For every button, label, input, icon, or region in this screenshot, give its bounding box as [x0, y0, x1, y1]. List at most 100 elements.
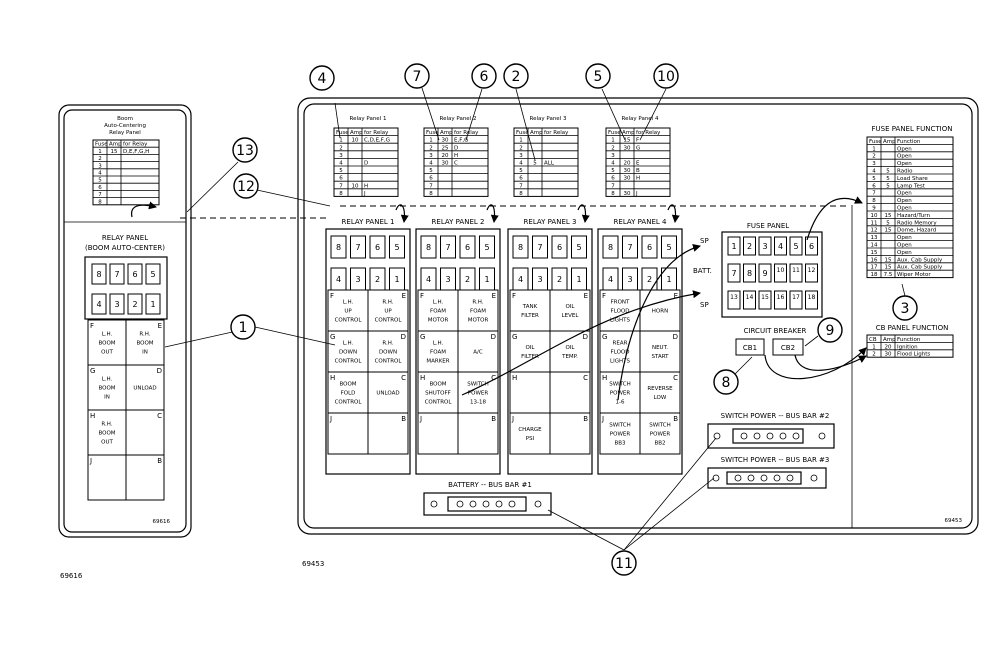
callout-11: 11	[611, 550, 637, 576]
relay-letter: F	[420, 292, 424, 300]
relay-function: IN	[142, 350, 148, 356]
relay-letter: H	[602, 374, 607, 382]
cb-function-header-cell: Function	[897, 337, 921, 343]
relay-table-cell: 3	[429, 153, 433, 159]
panel-fuse-number: 7	[731, 269, 736, 278]
relay-function: TANK	[522, 304, 538, 310]
fuse-slot	[661, 235, 677, 259]
relay-table-cell: J	[363, 191, 366, 197]
panel-fuse-number: 10	[777, 267, 785, 274]
relay-table-header-cell: Fuse	[516, 130, 529, 136]
relay-table-header-cell: Amp	[350, 130, 363, 136]
fuse-number: 5	[576, 243, 581, 252]
cb2-label: CB2	[781, 344, 795, 352]
fuse-slot	[91, 293, 107, 315]
fuse-number: 2	[132, 300, 137, 309]
relay-slot	[639, 330, 681, 373]
relay-function: OIL	[525, 345, 535, 351]
relay-function: IN	[104, 395, 110, 401]
fuse-function-cell: 16	[871, 257, 878, 263]
cb-function-cell: 20	[885, 344, 892, 350]
relay-function: LIGHTS	[610, 359, 630, 365]
relay-function: L.H.	[102, 332, 113, 338]
fuse-number: 1	[666, 275, 671, 284]
callout-1: 1	[230, 314, 256, 340]
relay-function: REAR	[613, 341, 628, 347]
boom-panel-title: RELAY PANEL	[102, 234, 148, 242]
relay-function: FOAM	[430, 309, 446, 315]
relay-slot	[457, 371, 499, 414]
relay-table-header-cell: Amp	[530, 130, 543, 136]
battery-bus-bar: BATTERY -- BUS BAR #1	[423, 481, 552, 516]
relay-slot	[639, 412, 681, 455]
relay-table-cell: 8	[611, 191, 615, 197]
fuse-slot	[109, 263, 125, 285]
relay-table-cell: 5	[519, 168, 523, 174]
fuse-function-cell: 10	[871, 213, 878, 219]
callout-7: 7	[404, 63, 430, 89]
bus-bar-3-label: SWITCH POWER -- BUS BAR #3	[721, 456, 830, 464]
fuse-slot	[109, 293, 125, 315]
relay-function: BOOM	[429, 382, 446, 388]
boom-header-line-1: Boom	[117, 116, 133, 122]
relay-table-cell: E	[636, 161, 640, 167]
relay-function: MOTOR	[468, 318, 489, 324]
relay-letter: G	[90, 367, 95, 375]
svg-text:7: 7	[413, 69, 422, 85]
relay-letter: F	[512, 292, 516, 300]
fuse-function-cell: 1	[872, 146, 876, 152]
bus-bar-3-plate	[707, 467, 827, 489]
relay-table-cell: 25	[442, 145, 449, 151]
relay-table-cell: 8	[339, 191, 343, 197]
fuse-function-cell: Open	[897, 250, 912, 256]
relay-slot	[327, 371, 369, 414]
fuse-function-cell: Hazard/Turn	[897, 213, 930, 219]
relay-table-cell: D	[454, 145, 458, 151]
relay-panel-title: RELAY PANEL 2	[432, 218, 485, 226]
relay-function: MARKER	[426, 359, 449, 365]
relay-function: L.H.	[343, 300, 354, 306]
relay-function: START	[652, 354, 670, 360]
relay-slot	[509, 330, 551, 373]
relay-function: DOWN	[379, 350, 397, 356]
fuse-function-cell: 15	[885, 228, 892, 234]
relay-slot	[457, 289, 499, 332]
relay-slot	[417, 412, 459, 455]
fuse-slot	[145, 293, 161, 315]
relay-function: POWER	[610, 391, 631, 397]
relay-function: BOOM	[339, 382, 356, 388]
fuse-function-cell: 11	[871, 220, 878, 226]
fuse-function-cell: 7.5	[884, 272, 893, 278]
relay-table-header-cell: Fuse	[608, 130, 621, 136]
fuse-slot	[91, 263, 107, 285]
relay-table-cell: 2	[611, 145, 615, 151]
fuse-number: 7	[537, 243, 542, 252]
panel-fuse-number: 8	[747, 269, 752, 278]
relay-table-cell: 2	[339, 145, 343, 151]
fuse-function-cell: Lamp Test	[897, 183, 926, 189]
circuit-breaker-title: CIRCUIT BREAKER	[744, 327, 807, 335]
bus-bar-3: SWITCH POWER -- BUS BAR #3	[707, 456, 830, 489]
fuse-function-cell: Open	[897, 206, 912, 212]
relay-table-cell: 15	[624, 138, 631, 144]
relay-function: DOWN	[339, 350, 357, 356]
relay-letter: E	[492, 292, 496, 300]
fuse-slot	[420, 235, 437, 259]
relay-letter: C	[401, 374, 406, 382]
svg-text:10: 10	[657, 69, 675, 85]
fuse-slot	[145, 263, 161, 285]
relay-function: L.H.	[433, 341, 444, 347]
fuse-number: 6	[557, 243, 562, 252]
relay-table-cell: 4	[339, 161, 343, 167]
relay-function: R.H.	[382, 341, 393, 347]
fuse-number: 4	[518, 275, 523, 284]
fuse-number: 6	[465, 243, 470, 252]
svg-text:12: 12	[237, 179, 255, 195]
panel-fuse-number: 2	[747, 242, 752, 251]
